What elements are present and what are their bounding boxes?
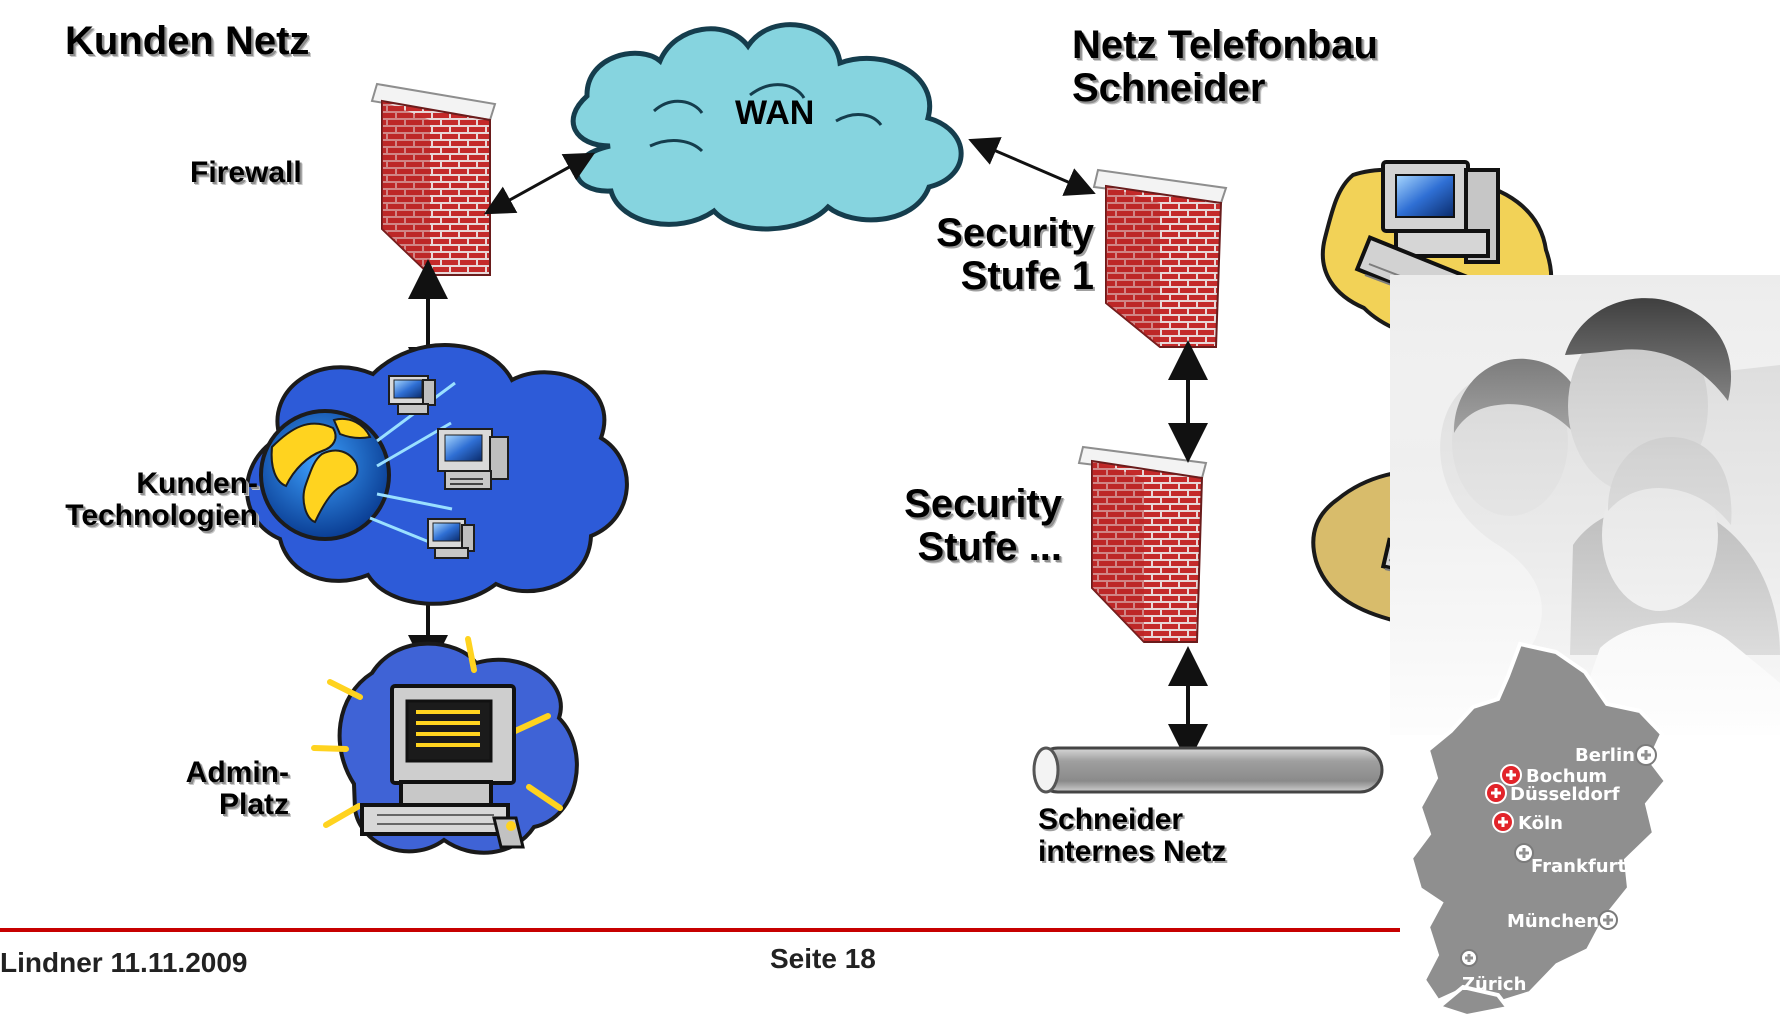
germany-map-icon: Berlin Bochum Düsseldorf Köln Frankfurt … — [1408, 641, 1669, 1019]
map-pin-icon — [1485, 782, 1507, 804]
customer-technologies-label: Kunden- Technologien — [65, 467, 258, 533]
globe-network-icon — [245, 343, 629, 606]
map-pin-icon — [1514, 843, 1534, 863]
map-city-frankfurt: Frankfurt — [1531, 856, 1626, 877]
map-city-berlin: Berlin — [1575, 745, 1635, 766]
map-city-duesseldorf: Düsseldorf — [1510, 784, 1620, 805]
customer-network-title: Kunden Netz — [65, 19, 310, 63]
map-pin-icon — [1460, 949, 1478, 967]
security-level-1-label: Security Stufe 1 — [936, 211, 1094, 299]
map-city-zuerich: Zürich — [1462, 974, 1526, 995]
firewall-icon — [370, 82, 497, 276]
cloud-icon — [570, 22, 964, 232]
admin-workstation-label: Admin- Platz — [185, 756, 289, 822]
footer-author-date: Lindner 11.11.2009 — [0, 947, 248, 978]
firewall-label: Firewall — [190, 156, 302, 189]
internal-network-label: Schneider internes Netz — [1038, 803, 1227, 869]
wan-link-arrow — [483, 152, 596, 215]
map-city-bochum: Bochum — [1526, 766, 1607, 787]
footer-page-number: Seite 18 — [770, 943, 876, 974]
firewall-icon — [1077, 445, 1208, 643]
security-level-n-label: Security Stufe ... — [904, 482, 1062, 570]
map-city-muenchen: München — [1507, 911, 1599, 932]
wan-label: WAN — [735, 94, 815, 132]
people-photo-icon — [1390, 275, 1780, 735]
telefonbau-network-title: Netz Telefonbau Schneider — [1072, 23, 1378, 111]
footer-divider — [0, 928, 1400, 932]
map-pin-icon — [1492, 811, 1514, 833]
map-pin-icon — [1500, 764, 1522, 786]
pipe-icon — [1032, 746, 1384, 794]
map-pin-icon — [1635, 744, 1657, 766]
firewall-icon — [1092, 168, 1228, 348]
desktop-computer-icon — [311, 636, 579, 855]
security-link-arrow — [968, 137, 1096, 196]
map-city-koeln: Köln — [1518, 813, 1563, 834]
map-pin-icon — [1598, 910, 1618, 930]
